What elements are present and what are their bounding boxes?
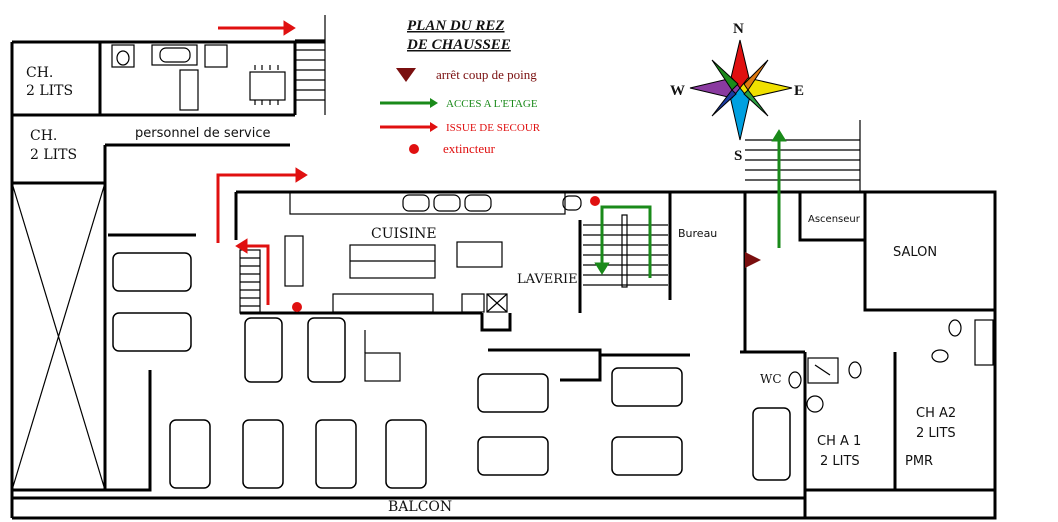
dining-tables xyxy=(112,252,791,489)
plan-title-line1: PLAN DU REZ xyxy=(407,18,505,34)
table xyxy=(752,407,791,481)
room-cha2-line2: 2 LITS xyxy=(916,426,956,441)
room-ascenseur: Ascenseur xyxy=(808,214,861,225)
kitchen-equipment xyxy=(239,191,668,382)
compass-n-label: N xyxy=(733,21,744,37)
room-cha1-line1: CH A 1 xyxy=(817,434,861,449)
room-salon: SALON xyxy=(893,245,937,260)
table xyxy=(307,317,346,383)
room-pmr: PMR xyxy=(905,454,933,469)
room-laverie: LAVERIE xyxy=(517,272,578,287)
table xyxy=(242,419,284,489)
room-ch1-line2: 2 LITS xyxy=(26,83,73,99)
table xyxy=(477,373,549,413)
room-labels: CH. 2 LITS CH. 2 LITS personnel de servi… xyxy=(26,65,956,515)
legend-stop-label: arrêt coup de poing xyxy=(436,67,537,82)
room-ch1-line1: CH. xyxy=(26,65,53,81)
compass-e-label: E xyxy=(794,83,804,99)
compass-rose-icon: N S W E xyxy=(670,21,804,164)
table xyxy=(477,436,549,476)
legend: arrêt coup de poing ACCES A L'ETAGE ISSU… xyxy=(380,67,541,156)
table xyxy=(315,419,357,489)
stop-button-icon xyxy=(745,252,761,268)
legend-access-label: ACCES A L'ETAGE xyxy=(446,98,538,110)
room-ch2-line1: CH. xyxy=(30,128,57,144)
table xyxy=(112,252,192,292)
table xyxy=(112,312,192,352)
legend-extinguisher-label: extincteur xyxy=(443,141,496,156)
exit-arrows xyxy=(216,20,308,305)
table xyxy=(244,317,283,383)
extinguisher-icon xyxy=(409,144,419,154)
access-arrows xyxy=(594,129,787,278)
room-balcon: BALCON xyxy=(388,499,452,515)
room-bureau: Bureau xyxy=(678,227,717,240)
compass-w-label: W xyxy=(670,83,685,99)
table xyxy=(611,367,683,407)
room-cha1-line2: 2 LITS xyxy=(820,454,860,469)
table xyxy=(611,436,683,476)
room-cha2-line1: CH A2 xyxy=(916,406,956,421)
stop-button-icon xyxy=(396,68,416,82)
room-cuisine: CUISINE xyxy=(371,226,437,242)
green-arrow-icon xyxy=(430,98,438,108)
red-arrow-icon xyxy=(430,122,438,132)
bathroom-fixtures xyxy=(111,44,994,413)
compass-s-label: S xyxy=(734,148,742,164)
extinguisher-icon xyxy=(590,196,600,206)
table xyxy=(385,419,427,489)
table xyxy=(169,419,211,489)
outer-walls xyxy=(10,15,997,520)
legend-exit-label: ISSUE DE SECOUR xyxy=(446,122,541,134)
plan-title-line2: DE CHAUSSEE xyxy=(406,37,511,53)
room-wc: WC xyxy=(760,372,782,386)
extinguisher-icon xyxy=(292,302,302,312)
room-personnel: personnel de service xyxy=(135,126,271,141)
room-ch2-line2: 2 LITS xyxy=(30,147,77,163)
